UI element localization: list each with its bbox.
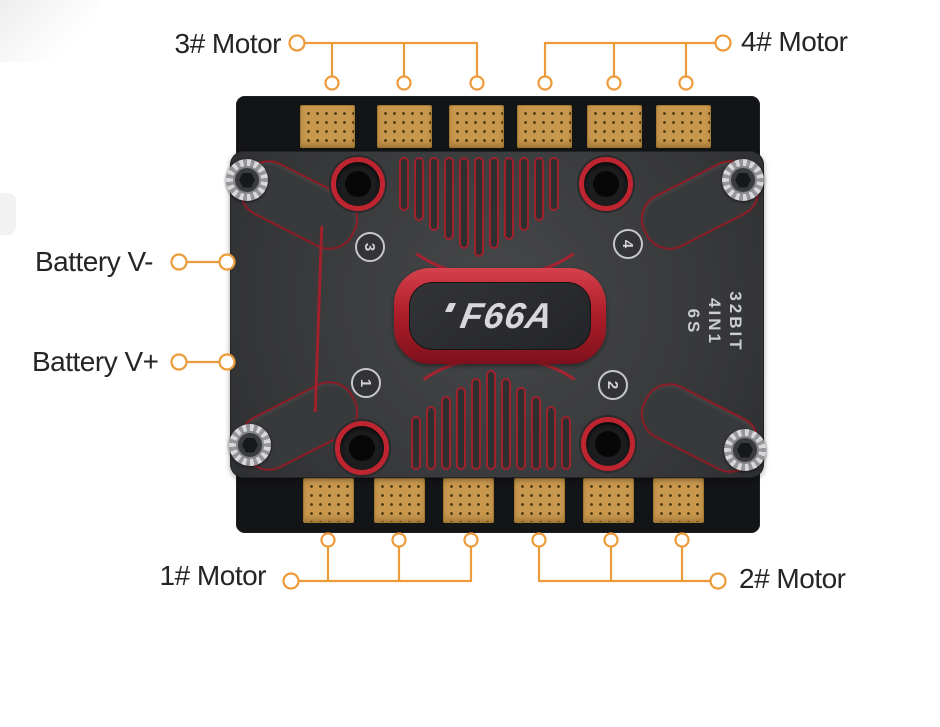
hex-socket-icon	[735, 172, 751, 188]
motor-solder-pad	[303, 478, 354, 523]
label-battery-positive: Battery V+	[32, 346, 159, 377]
label-battery-negative: Battery V-	[35, 246, 153, 277]
heatsink-fin	[489, 157, 499, 249]
mounting-hole	[579, 157, 633, 211]
corner-screw	[722, 159, 764, 201]
heatsink-fin	[519, 157, 529, 231]
photo-artifact	[0, 0, 100, 62]
heatsink-fin	[426, 406, 436, 470]
heatsink-fin	[411, 416, 421, 470]
heatsink-fin	[459, 157, 469, 249]
motor-solder-pad	[653, 478, 704, 523]
heatsink-fin	[501, 378, 511, 470]
heatsink-fin	[549, 157, 559, 211]
heatsink-fin	[504, 157, 514, 240]
heatsink-fin	[456, 387, 466, 470]
annotation-motor1-lines	[282, 532, 479, 590]
heatsink-fin	[444, 157, 454, 240]
motor-solder-pad	[449, 105, 504, 148]
heatsink-fin	[399, 157, 409, 211]
label-motor-1: 1# Motor	[159, 560, 267, 591]
heatsink-fin	[516, 387, 526, 470]
heatsink-fin	[531, 396, 541, 470]
heatsink-fin	[534, 157, 544, 221]
motor-solder-pad	[517, 105, 572, 148]
mounting-hole	[335, 421, 389, 475]
motor-solder-pad	[514, 478, 565, 523]
hex-socket-icon	[242, 437, 258, 453]
label-motor-4: 4# Motor	[741, 26, 848, 57]
heatsink-fin	[561, 416, 571, 470]
motor-solder-pad	[443, 478, 494, 523]
annotation-motor3-lines	[288, 34, 485, 91]
heatsink-fin	[414, 157, 424, 221]
hex-socket-icon	[239, 172, 255, 188]
heatsink-fins-top	[399, 157, 559, 257]
photo-artifact	[0, 193, 16, 235]
hex-socket-icon	[737, 442, 753, 458]
annotation-battery-pos-lines	[170, 353, 236, 371]
annotation-motor2-lines	[531, 532, 727, 590]
heatsink-fin	[471, 378, 481, 470]
label-motor-3: 3# Motor	[174, 28, 282, 59]
heatsink-fin	[441, 396, 451, 470]
motor-solder-pad	[374, 478, 425, 523]
mounting-hole	[331, 157, 385, 211]
heatsink-fin	[429, 157, 439, 231]
corner-screw	[229, 424, 271, 466]
logo-plate: F66A	[394, 268, 606, 364]
corner-screw	[226, 159, 268, 201]
logo-inner-plate: F66A	[409, 282, 591, 350]
heatsink-fin	[474, 157, 484, 257]
annotation-motor4-lines	[537, 34, 732, 91]
label-motor-2: 2# Motor	[739, 563, 846, 594]
motor-solder-pad	[587, 105, 642, 148]
heatsink-fins-bottom	[411, 366, 571, 470]
motor-solder-pad	[377, 105, 432, 148]
mounting-hole	[581, 417, 635, 471]
corner-screw	[724, 429, 766, 471]
annotation-battery-neg-lines	[170, 253, 236, 271]
heatsink-fin	[546, 406, 556, 470]
motor-solder-pad	[583, 478, 634, 523]
heatsink-fin	[486, 370, 496, 470]
motor-solder-pad	[300, 105, 355, 148]
motor-solder-pad	[656, 105, 711, 148]
